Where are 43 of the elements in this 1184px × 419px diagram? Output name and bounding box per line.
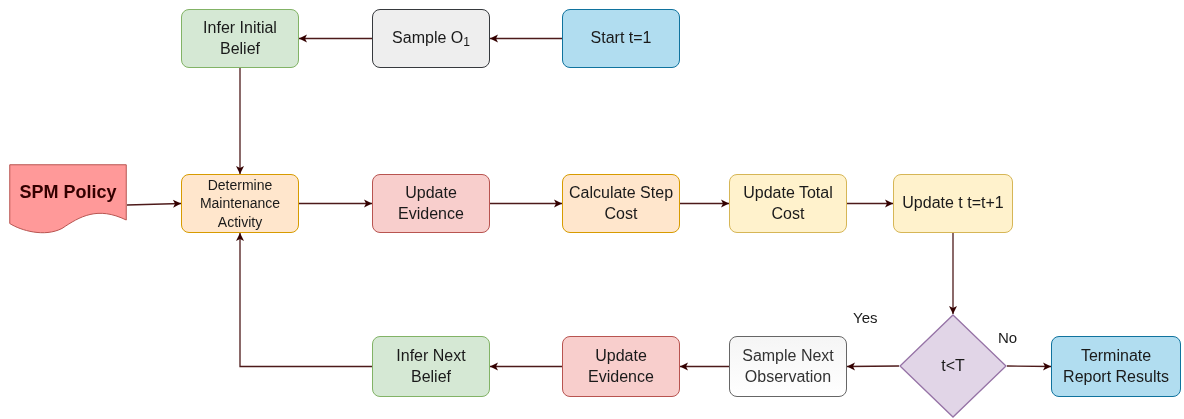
arrow — [126, 199, 182, 208]
edge-label: Yes — [852, 310, 879, 325]
process-box — [729, 336, 847, 397]
process-box — [372, 174, 490, 233]
arrow — [489, 199, 563, 208]
edge-label: No — [997, 330, 1019, 345]
arrow — [236, 67, 244, 175]
node-text: Calculate Step Cost — [567, 182, 675, 224]
process-box — [562, 174, 680, 233]
arrow — [489, 34, 563, 43]
arrow — [298, 199, 373, 208]
node-text: Terminate Report Results — [1062, 345, 1170, 387]
process-box — [372, 336, 490, 397]
arrow — [298, 34, 373, 43]
arrow — [679, 362, 730, 371]
node-text: Update Total Cost — [742, 182, 834, 224]
process-box — [562, 336, 680, 397]
arrow — [949, 232, 957, 315]
process-box — [729, 174, 847, 233]
start-box — [562, 9, 680, 68]
node-text: Infer Initial Belief — [202, 17, 278, 59]
node-text: Update Evidence — [587, 345, 655, 387]
arrow — [846, 362, 900, 371]
node-text: Determine Maintenance Activity — [198, 176, 282, 231]
node-text: t<T — [941, 355, 965, 376]
process-box — [181, 9, 299, 68]
node-text: Update Evidence — [397, 182, 465, 224]
node-text: Infer Next Belief — [395, 345, 467, 387]
node-text: Sample Next Observation — [741, 345, 835, 387]
process-box — [181, 174, 299, 233]
arrow — [489, 362, 563, 371]
document-shape — [9, 164, 127, 234]
process-box — [893, 174, 1013, 233]
arrow — [1006, 362, 1052, 371]
terminal-box — [1051, 336, 1181, 397]
node-text: SPM Policy — [19, 181, 117, 205]
process-box — [372, 9, 490, 68]
arrow — [846, 199, 894, 208]
arrow — [679, 199, 730, 208]
node-text: Update t t=t+1 — [902, 193, 1004, 214]
node-text: Sample O$_{1}$ — [392, 28, 470, 49]
arrow — [236, 232, 373, 368]
node-text: Start t=1 — [590, 28, 652, 49]
